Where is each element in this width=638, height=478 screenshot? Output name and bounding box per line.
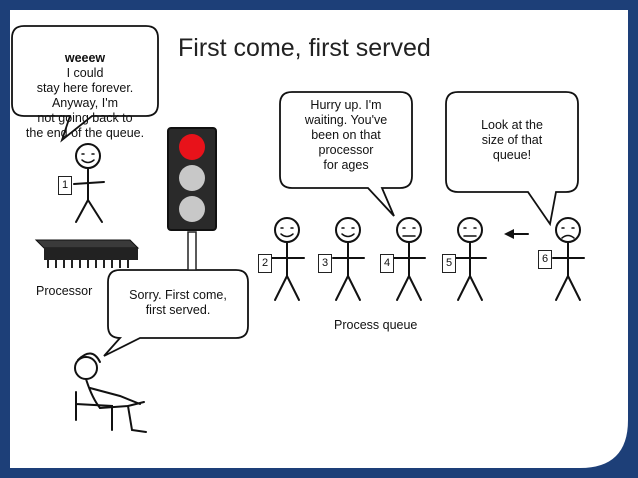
bubble-queue-text: Look at the size of that queue! <box>481 118 543 162</box>
arrow-left-icon <box>504 229 529 239</box>
bubble-hurry-text: Hurry up. I'm waiting. You've been on th… <box>304 98 388 172</box>
number-badge-1: 1 <box>58 176 72 195</box>
stickman-1 <box>73 143 105 223</box>
number-badge-5: 5 <box>442 254 456 273</box>
speech-bubble-sorry <box>103 269 249 357</box>
seated-stickman <box>74 352 147 433</box>
traffic-light-icon <box>167 127 217 271</box>
processor-label: Processor <box>36 284 93 298</box>
speech-bubble-queue <box>445 91 579 227</box>
bubble-sorry-text: Sorry. First come, first served. <box>129 288 227 317</box>
stickman-5 <box>454 217 487 301</box>
stickman-3 <box>332 217 365 301</box>
red-light <box>179 134 205 160</box>
page-title: First come, first served <box>178 34 431 62</box>
speech-bubble-hurry <box>279 91 413 217</box>
number-badge-4: 4 <box>380 254 394 273</box>
number-badge-2: 2 <box>258 254 272 273</box>
number-badge-3: 3 <box>318 254 332 273</box>
stickman-6 <box>552 217 585 301</box>
stickman-4 <box>393 217 426 301</box>
stickman-2 <box>271 217 305 301</box>
bubble-processor-body: I could stay here forever. Anyway, I'm n… <box>25 66 145 140</box>
speech-bubble-processor <box>11 25 159 143</box>
amber-light <box>179 165 205 191</box>
process-queue-label: Process queue <box>334 318 418 332</box>
green-light <box>179 196 205 222</box>
number-badge-6: 6 <box>538 250 552 269</box>
processor-chip-icon <box>34 239 140 268</box>
bubble-exclamation: weeew <box>64 51 106 65</box>
bubble-processor-text: weeew I could stay here forever. Anyway,… <box>14 36 156 141</box>
